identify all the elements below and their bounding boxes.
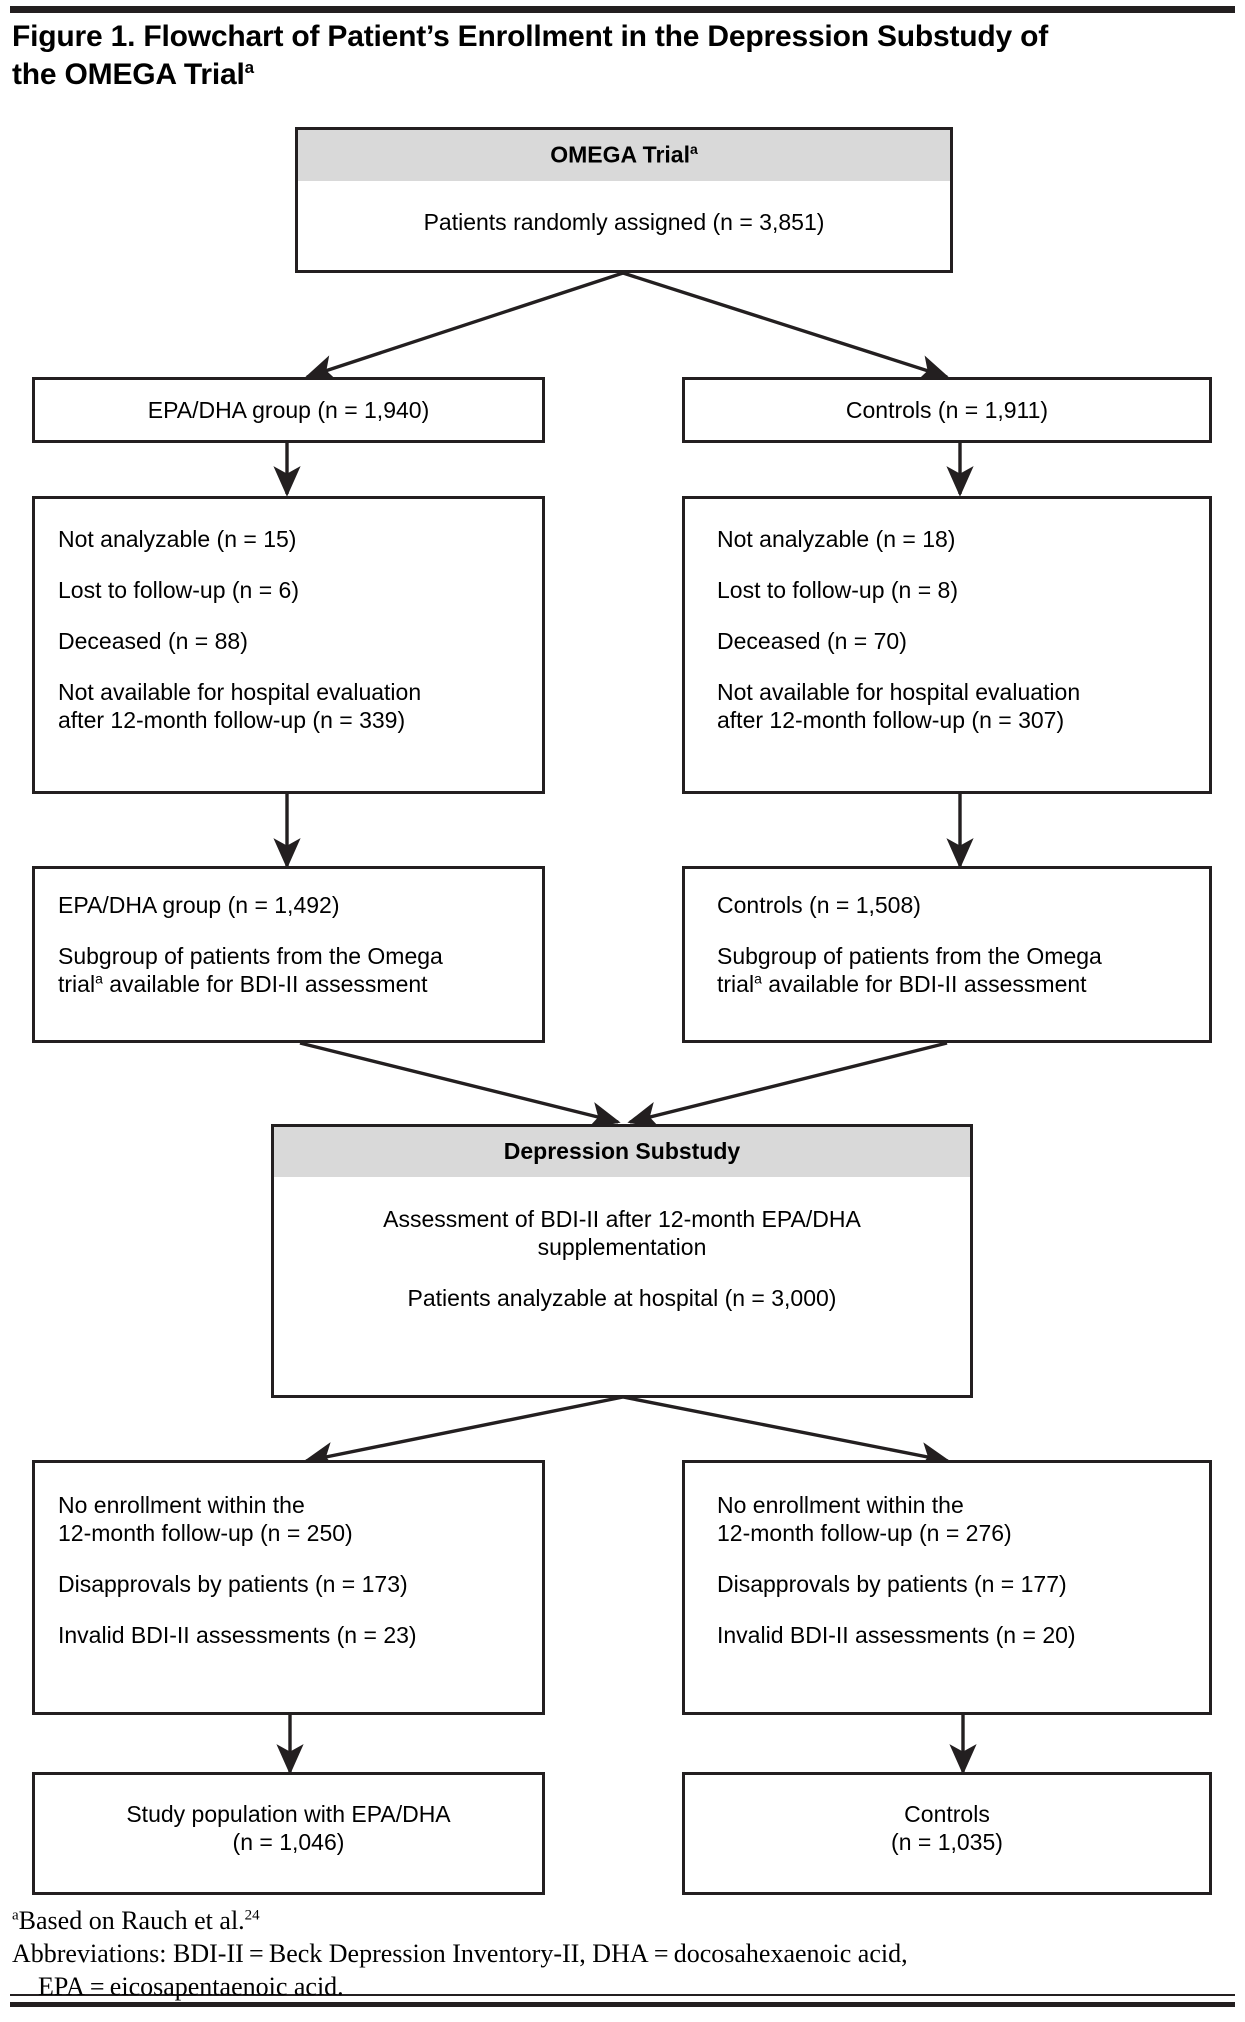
list-item: Invalid BDI-II assessments (n = 20): [717, 1622, 1076, 1649]
box-omega-trial: OMEGA Triala Patients randomly assigned …: [295, 127, 953, 273]
box-exclusions-epa-bottom: No enrollment within the 12-month follow…: [32, 1460, 545, 1715]
bottom-rule: [10, 2002, 1235, 2007]
substudy-assessment-line-1: Assessment of BDI-II after 12-month EPA/…: [383, 1206, 861, 1232]
subgroup-controls-footnote-marker: a: [754, 970, 762, 987]
omega-trial-header-footnote-marker: a: [689, 141, 698, 157]
epa-dha-group-label: EPA/DHA group (n = 1,940): [147, 397, 430, 423]
subgroup-epa-count: EPA/DHA group (n = 1,492): [58, 892, 340, 918]
omega-trial-randomized-count: Patients randomly assigned (n = 3,851): [423, 208, 825, 235]
list-item: Lost to follow-up (n = 6): [58, 577, 299, 604]
omega-trial-header: OMEGA Triala: [298, 130, 950, 181]
list-item: after 12-month follow-up (n = 307): [717, 707, 1065, 734]
box-epa-dha-group: EPA/DHA group (n = 1,940): [32, 377, 545, 443]
controls-group-label: Controls (n = 1,911): [845, 397, 1049, 423]
arrow-subgroup-right-to-substudy: [627, 1041, 948, 1129]
subgroup-epa-desc-line-2: triala available for BDI-II assessment: [58, 970, 428, 998]
subgroup-epa-text: EPA/DHA group (n = 1,492) Subgroup of pa…: [35, 869, 542, 998]
figure-title: Figure 1. Flowchart of Patient’s Enrollm…: [12, 18, 1112, 95]
abbreviations-line-1: Abbreviations: BDI-II = Beck Depression …: [12, 1938, 908, 1968]
list-item: Not analyzable (n = 18): [717, 526, 956, 552]
box-controls-group: Controls (n = 1,911): [682, 377, 1212, 443]
list-item: Invalid BDI-II assessments (n = 23): [58, 1622, 417, 1649]
figure-footnotes: aBased on Rauch et al.24 Abbreviations: …: [12, 1905, 1232, 2003]
box-subgroup-controls: Controls (n = 1,508) Subgroup of patient…: [682, 866, 1212, 1043]
list-item: Not available for hospital evaluation: [717, 679, 1081, 706]
final-study-population-text: Study population with EPA/DHA (n = 1,046…: [35, 1775, 542, 1856]
arrow-omega-to-controls: [622, 271, 950, 382]
subgroup-controls-count: Controls (n = 1,508): [717, 892, 921, 918]
final-study-population-count: (n = 1,046): [232, 1829, 345, 1856]
box-exclusions-controls-top: Not analyzable (n = 18) Lost to follow-u…: [682, 496, 1212, 794]
top-rule: [10, 6, 1235, 13]
list-item: Deceased (n = 70): [717, 628, 907, 655]
abbreviations-line-2: EPA = eicosapentaenoic acid.: [38, 1971, 344, 2001]
box-final-controls: Controls (n = 1,035): [682, 1772, 1212, 1895]
footnote-marker-a: a: [12, 1907, 19, 1924]
arrow-substudy-to-exclusions-left: [303, 1395, 624, 1469]
subgroup-controls-desc-line-1: Subgroup of patients from the Omega: [717, 943, 1102, 970]
footnote-source: aBased on Rauch et al.24: [12, 1906, 260, 1935]
box-subgroup-epa: EPA/DHA group (n = 1,492) Subgroup of pa…: [32, 866, 545, 1043]
depression-substudy-body: Assessment of BDI-II after 12-month EPA/…: [274, 1177, 970, 1312]
depression-substudy-header: Depression Substudy: [274, 1127, 970, 1177]
list-item: Disapprovals by patients (n = 173): [58, 1571, 408, 1598]
subgroup-epa-desc-line-1: Subgroup of patients from the Omega: [58, 943, 443, 970]
figure-title-footnote-marker: a: [244, 58, 254, 78]
footnote-reference-number: 24: [244, 1907, 260, 1924]
list-item: No enrollment within the: [58, 1492, 305, 1518]
exclusions-epa-top-list: Not analyzable (n = 15) Lost to follow-u…: [35, 499, 542, 734]
subgroup-controls-desc-line-2: triala available for BDI-II assessment: [717, 970, 1087, 998]
final-study-population-label: Study population with EPA/DHA: [126, 1801, 451, 1827]
list-item: after 12-month follow-up (n = 339): [58, 707, 406, 734]
box-exclusions-epa-top: Not analyzable (n = 15) Lost to follow-u…: [32, 496, 545, 794]
subgroup-controls-text: Controls (n = 1,508) Subgroup of patient…: [685, 869, 1209, 998]
arrow-omega-to-epa: [304, 271, 624, 382]
list-item: 12-month follow-up (n = 250): [58, 1520, 353, 1547]
exclusions-epa-bottom-list: No enrollment within the 12-month follow…: [35, 1463, 542, 1649]
figure-title-line-2: the OMEGA Triala: [12, 58, 254, 92]
figure-title-line-1: Figure 1. Flowchart of Patient’s Enrollm…: [12, 20, 1049, 53]
list-item: Lost to follow-up (n = 8): [717, 577, 958, 604]
box-final-study-population: Study population with EPA/DHA (n = 1,046…: [32, 1772, 545, 1895]
box-depression-substudy: Depression Substudy Assessment of BDI-II…: [271, 1124, 973, 1398]
arrow-substudy-to-exclusions-right: [622, 1395, 951, 1469]
arrow-subgroup-left-to-substudy: [299, 1041, 621, 1129]
final-controls-count: (n = 1,035): [891, 1829, 1003, 1856]
list-item: Deceased (n = 88): [58, 628, 248, 655]
list-item: Disapprovals by patients (n = 177): [717, 1571, 1067, 1598]
substudy-assessment-line-2: supplementation: [537, 1234, 707, 1261]
footer-rule-thin: [10, 1994, 1235, 1996]
final-controls-text: Controls (n = 1,035): [685, 1775, 1209, 1856]
omega-trial-body: Patients randomly assigned (n = 3,851): [298, 181, 950, 236]
list-item: 12-month follow-up (n = 276): [717, 1520, 1012, 1547]
subgroup-epa-footnote-marker: a: [95, 970, 103, 987]
box-exclusions-controls-bottom: No enrollment within the 12-month follow…: [682, 1460, 1212, 1715]
exclusions-controls-top-list: Not analyzable (n = 18) Lost to follow-u…: [685, 499, 1209, 734]
exclusions-controls-bottom-list: No enrollment within the 12-month follow…: [685, 1463, 1209, 1649]
list-item: Not available for hospital evaluation: [58, 679, 422, 706]
list-item: No enrollment within the: [717, 1492, 964, 1518]
substudy-analyzable-count: Patients analyzable at hospital (n = 3,0…: [407, 1285, 837, 1312]
final-controls-label: Controls: [904, 1801, 990, 1827]
list-item: Not analyzable (n = 15): [58, 526, 297, 552]
